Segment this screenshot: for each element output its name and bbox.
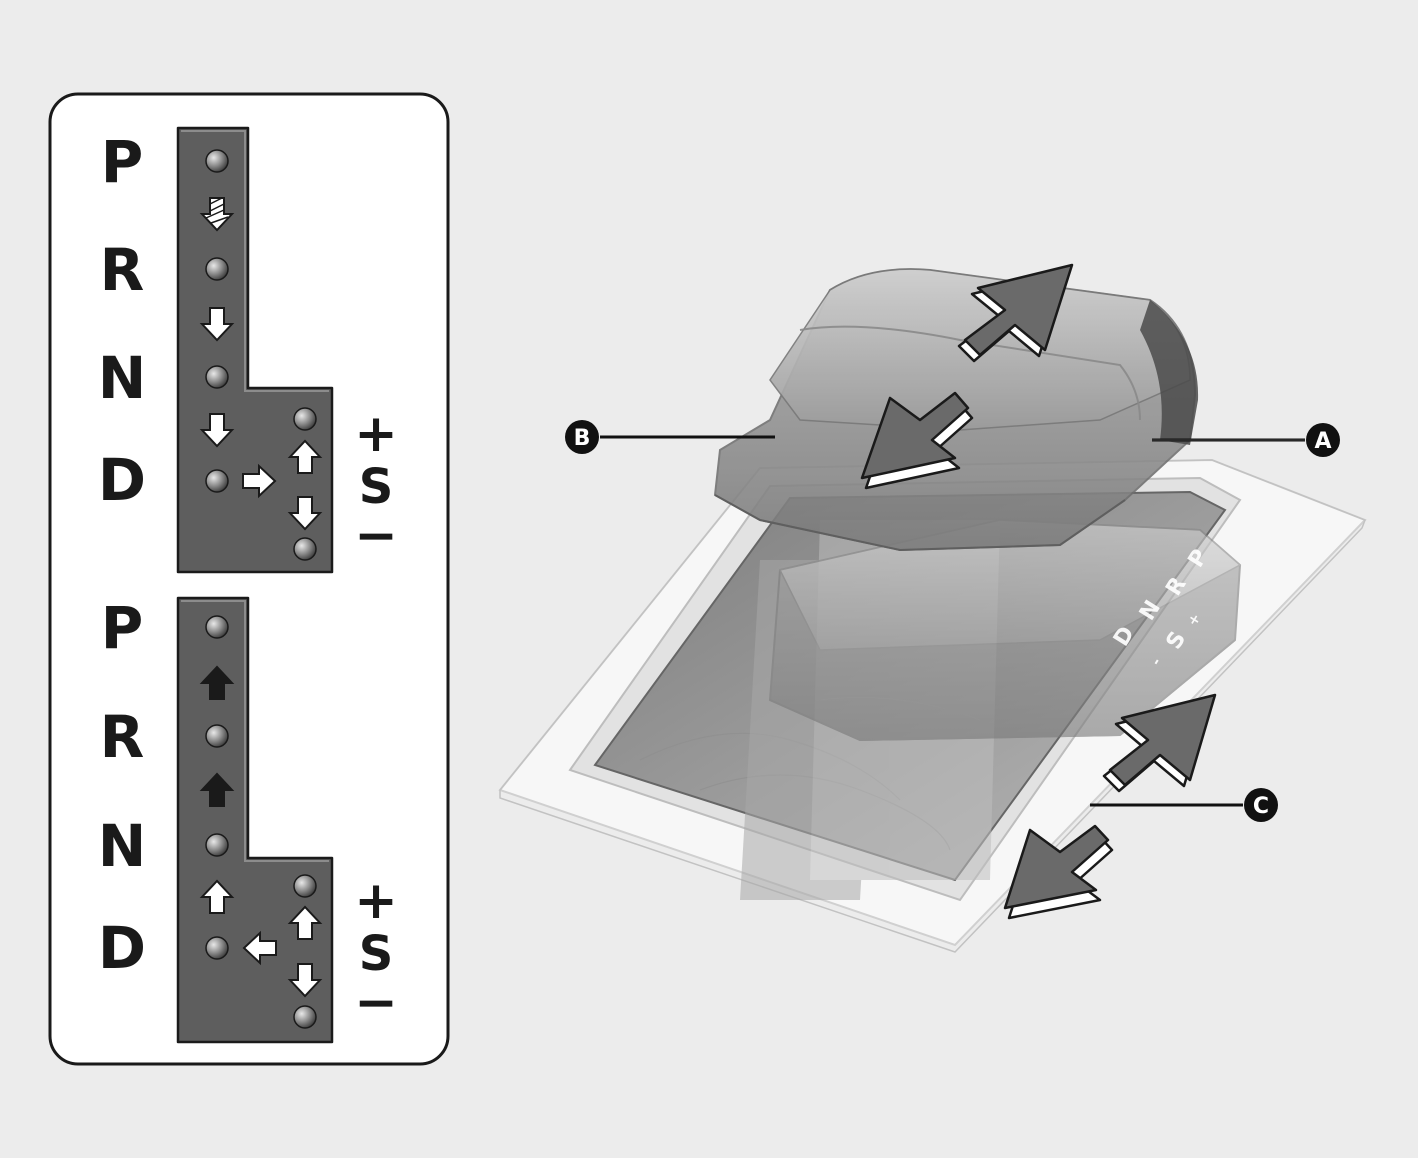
gear-label-r-top: R	[100, 236, 145, 304]
indicator-light-r	[205, 724, 229, 748]
gear-label-p-top: P	[101, 128, 144, 196]
indicator-light-plus	[293, 407, 317, 431]
gear-label-d-top: D	[98, 446, 146, 514]
shift-plate-top	[176, 126, 334, 574]
shift-pattern-panel	[48, 92, 450, 1066]
manual-mode-label-top: S	[359, 459, 394, 515]
shift-plate-bottom	[176, 596, 334, 1044]
indicator-light-d	[205, 469, 229, 493]
gear-label-d-bottom: D	[98, 914, 146, 982]
indicator-light-n	[205, 833, 229, 857]
arrow-backward-upper-icon	[860, 391, 974, 490]
shift-arrow-s-to-d-icon	[242, 930, 277, 966]
arrow-forward-lower-icon	[1102, 693, 1217, 793]
gear-label-r-bottom: R	[100, 703, 145, 771]
indicator-light-d	[205, 936, 229, 960]
indicator-light-minus	[293, 1005, 317, 1029]
arrow-backward-lower-icon	[1003, 824, 1114, 920]
callout-c-label: C	[1253, 794, 1269, 819]
gear-label-n-bottom: N	[98, 812, 147, 880]
indicator-light-n	[205, 365, 229, 389]
callout-b: B	[565, 420, 775, 454]
indicator-light-p	[205, 149, 229, 173]
indicator-light-p	[205, 615, 229, 639]
manual-plus-label-top: +	[354, 404, 398, 464]
callout-a: A	[1152, 423, 1340, 457]
manual-minus-label-top: −	[354, 506, 398, 566]
indicator-light-plus	[293, 874, 317, 898]
gear-label-n-top: N	[98, 344, 147, 412]
arrow-forward-upper-icon	[957, 263, 1074, 363]
shift-arrow-p-to-r-icon	[199, 197, 235, 232]
callout-a-label: A	[1314, 429, 1331, 454]
manual-mode-label-bottom: S	[359, 926, 394, 982]
indicator-light-minus	[293, 537, 317, 561]
gear-label-p-bottom: P	[101, 594, 144, 662]
shift-knob-lower	[768, 518, 1242, 742]
callout-c: C	[1090, 788, 1278, 822]
manual-minus-label-bottom: −	[354, 973, 398, 1033]
callout-b-label: B	[574, 426, 591, 451]
indicator-light-r	[205, 257, 229, 281]
shift-arrow-d-to-s-icon	[242, 463, 277, 499]
manual-plus-label-bottom: +	[354, 871, 398, 931]
